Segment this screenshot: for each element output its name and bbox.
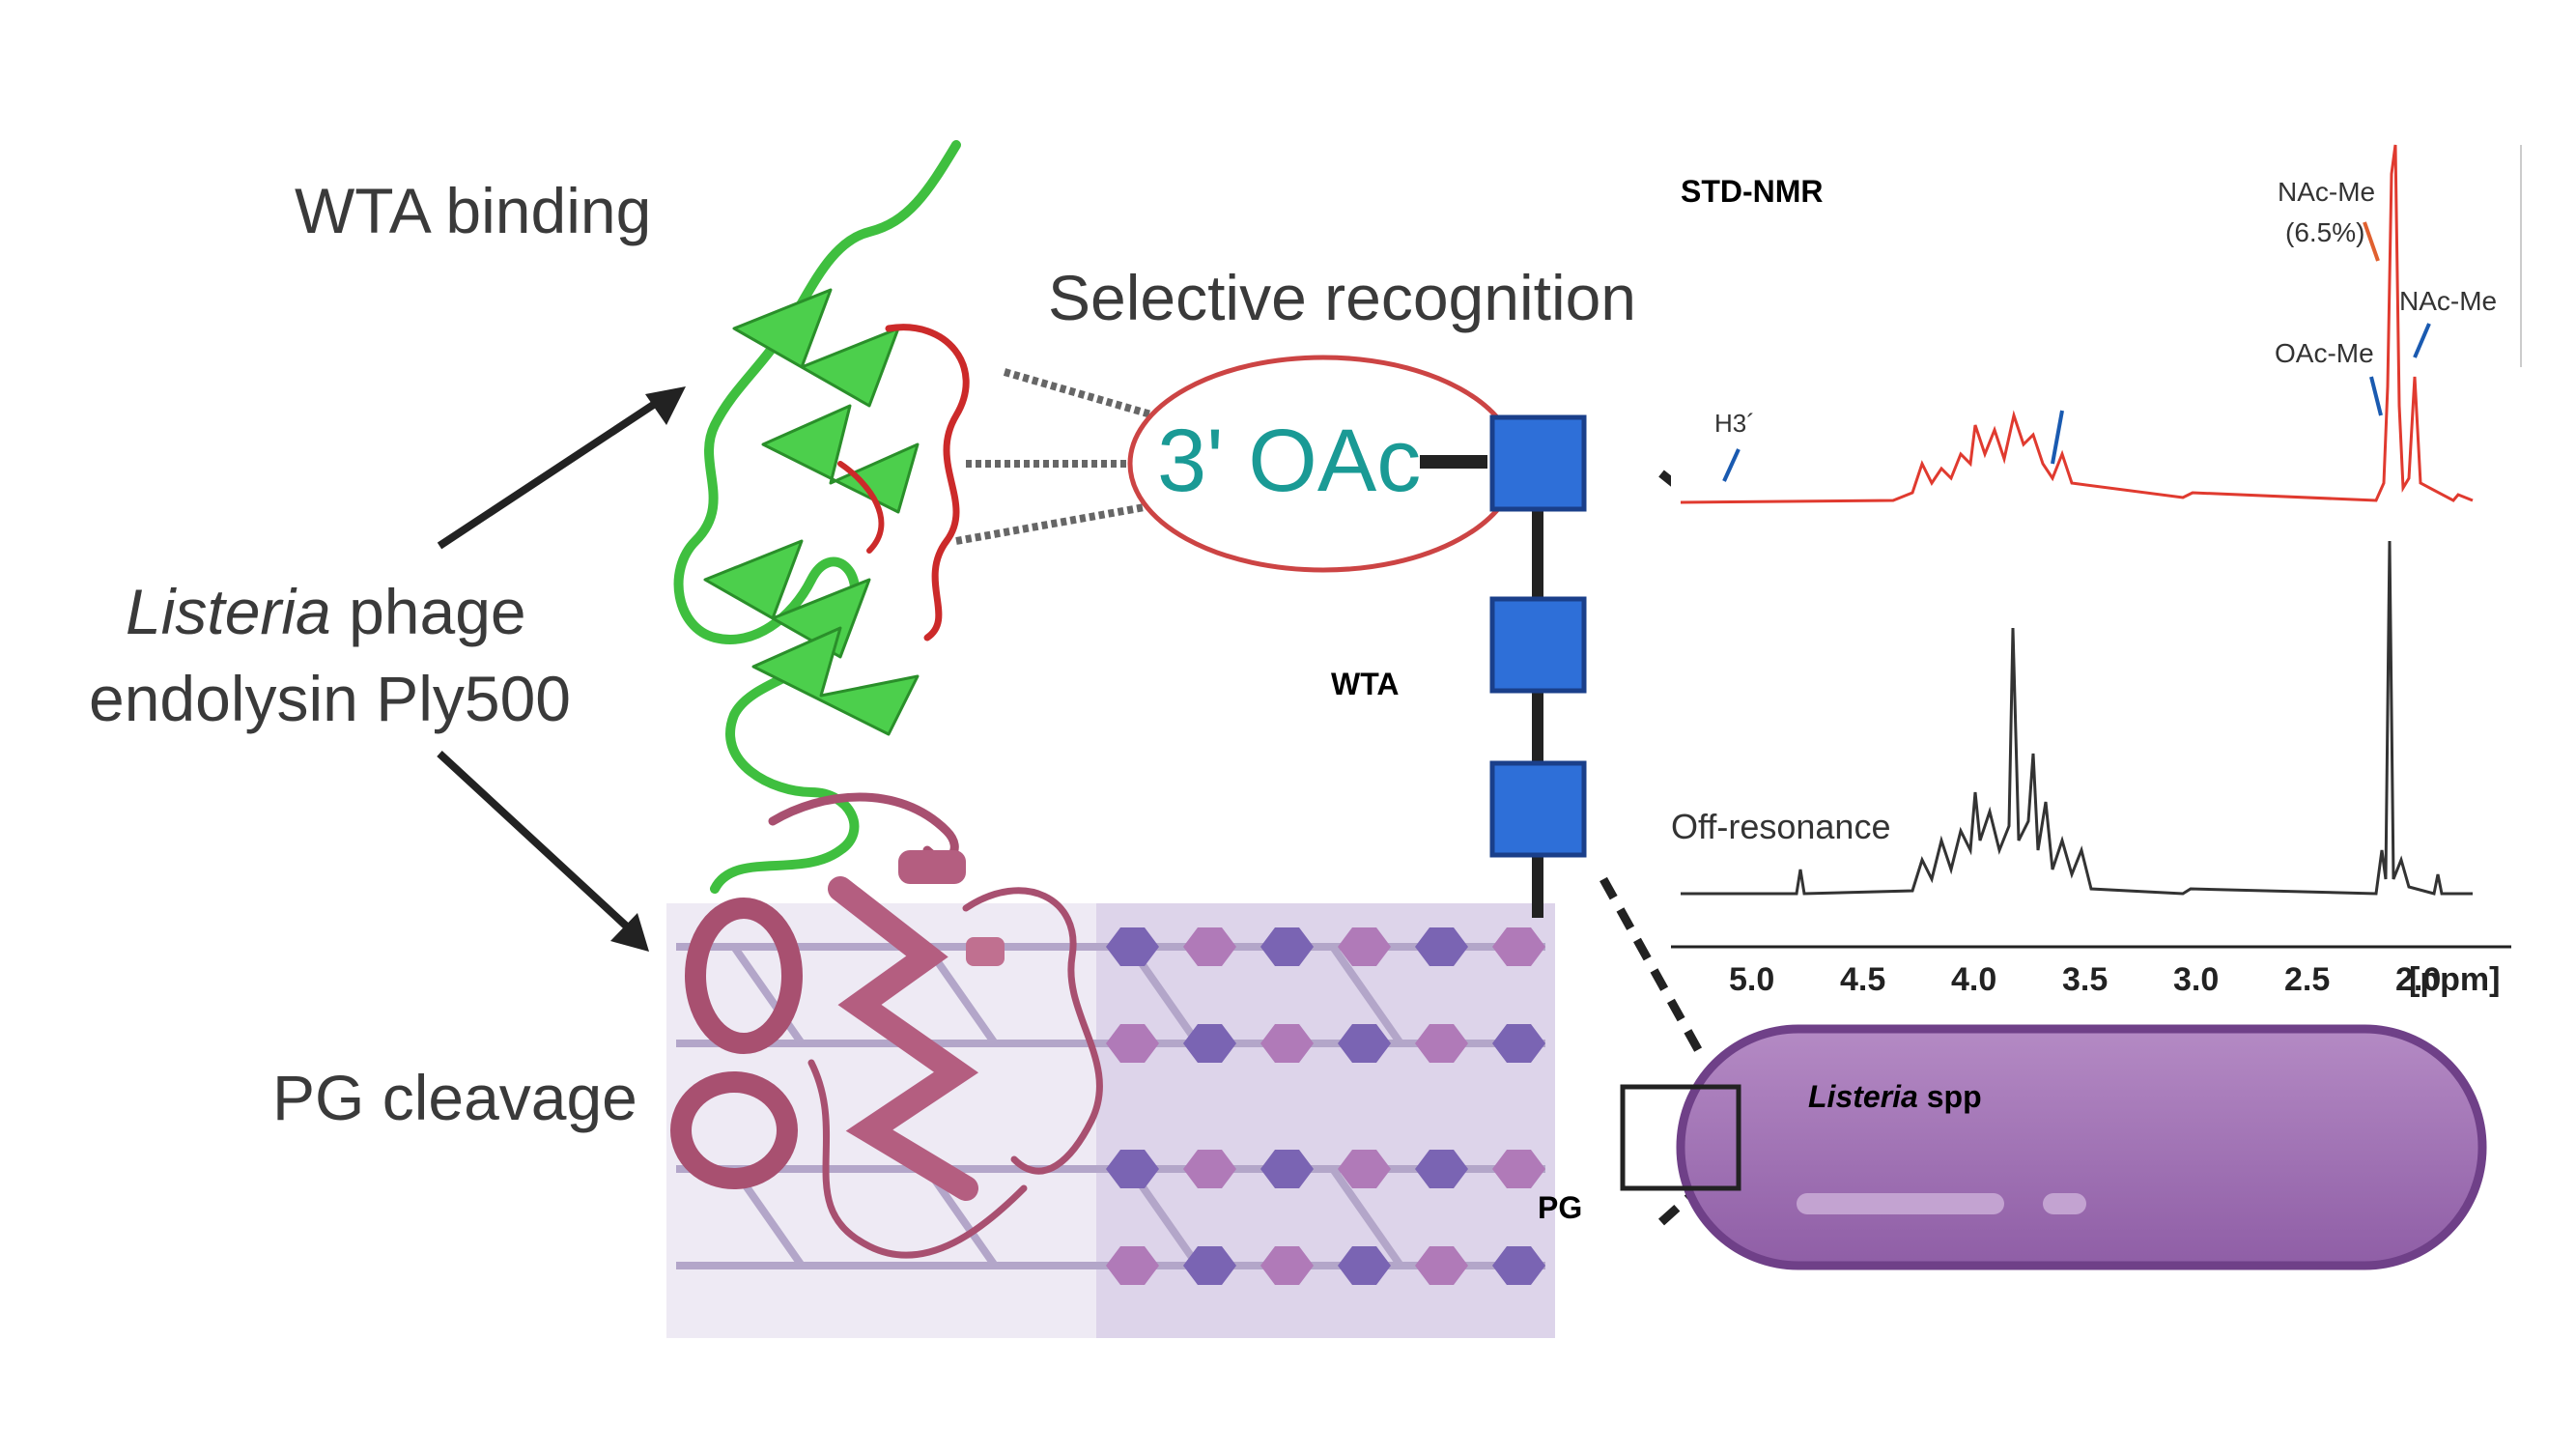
binding-contact-lines (955, 368, 1156, 545)
std-trace (1680, 144, 2474, 504)
axis-tick-label: 5.0 (1729, 961, 1775, 998)
axis-tick-label: 4.5 (1840, 961, 1886, 998)
nmr-title: STD-NMR (1681, 174, 1824, 209)
axis-unit-label: [ppm] (2409, 961, 2501, 998)
peptidoglycan-lattice (666, 903, 1555, 1338)
endolysin-label: endolysin Ply500 (89, 663, 571, 734)
arrowhead-pg (610, 913, 649, 952)
peak-oac-me-label: OAc-Me (2275, 338, 2374, 368)
pg-cleavage-label: PG cleavage (272, 1062, 637, 1133)
selective-recognition-label: Selective recognition (1048, 262, 1637, 333)
peak-nac-me-right-label: NAc-Me (2399, 286, 2498, 316)
arrow-to-wta-binding (437, 392, 669, 550)
zoom-box (1620, 1084, 1741, 1191)
wta-binding-label: WTA binding (295, 175, 652, 246)
listeria-phage-label: Listeria phage (126, 575, 526, 648)
catalytic-domain-structure (670, 792, 1103, 1259)
off-resonance-trace (1681, 540, 2473, 896)
arrow-to-pg-cleavage (437, 751, 631, 930)
arrowhead-wta (645, 386, 686, 425)
phage-word: phage (330, 576, 526, 647)
wta-label: WTA (1331, 667, 1400, 701)
axis-tick-label: 2.5 (2284, 961, 2331, 998)
listeria-spp-italic: Listeria (1808, 1079, 1918, 1114)
axis-tick-label: 4.0 (1951, 961, 1997, 998)
peak-nac-me-top-label: NAc-Me (2278, 177, 2376, 207)
peak-pct-label: (6.5%) (2285, 217, 2365, 247)
pg-label: PG (1538, 1190, 1583, 1225)
listeria-cell (1620, 1024, 2487, 1270)
binding-domain-structure (673, 140, 970, 894)
nmr-panel (1671, 144, 2531, 995)
peak-h3-label: H3´ (1714, 409, 1755, 438)
axis-tick-label: 2.0 (2395, 961, 2442, 998)
oac-label: 3' OAc (1157, 412, 1422, 510)
wta-chain (1489, 414, 1587, 918)
axis-tick-label: 3.5 (2062, 961, 2109, 998)
axis-tick-label: 3.0 (2173, 961, 2220, 998)
listeria-spp-label: Listeria spp (1808, 1079, 1982, 1115)
spp-word: spp (1917, 1079, 1982, 1114)
off-resonance-label: Off-resonance (1671, 807, 1891, 846)
listeria-italic: Listeria (126, 576, 331, 647)
